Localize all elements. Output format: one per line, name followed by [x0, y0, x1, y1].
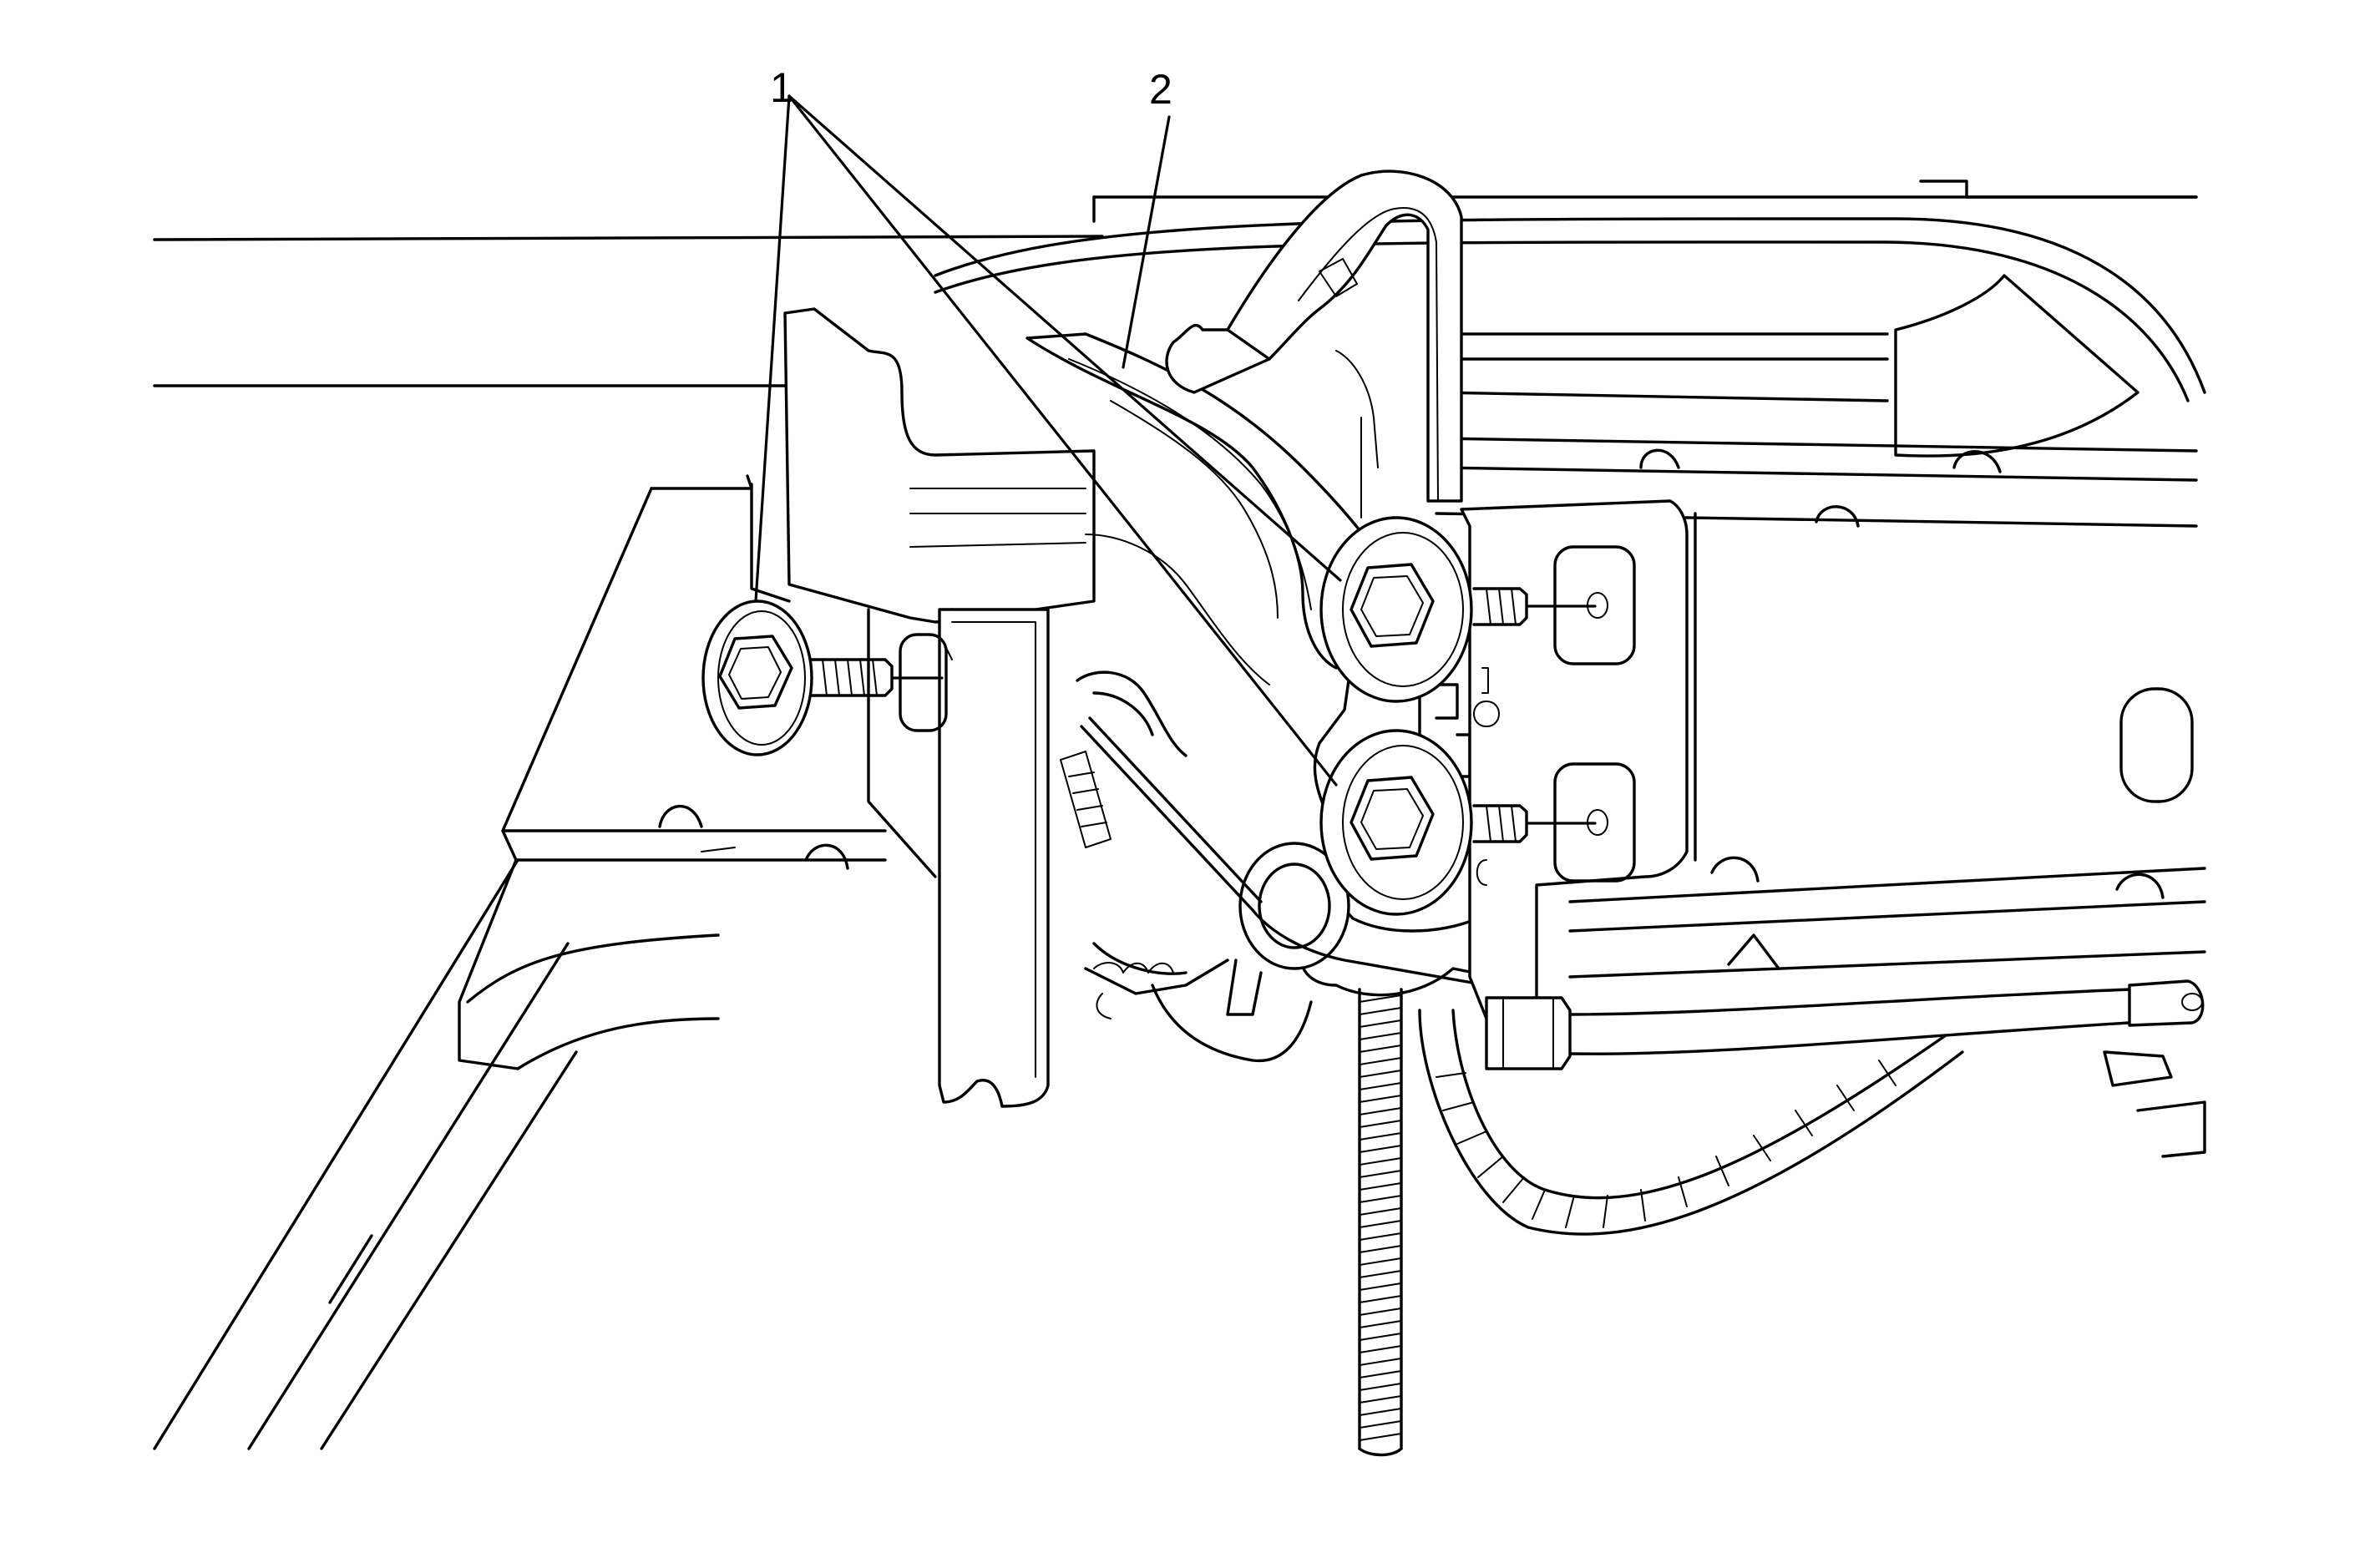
callout-label-1: 1: [770, 64, 793, 111]
striker-rod: [1358, 988, 1403, 1457]
callout-label-2: 2: [1149, 66, 1172, 113]
radiator-support-frame: [153, 180, 2206, 1450]
latch-support-bracket: [750, 307, 1096, 1108]
callout-leaders: [754, 94, 1342, 787]
lower-right-bolt: [1319, 729, 1597, 916]
leader-1-to-left-bolt: [754, 94, 791, 603]
leader-1-to-lower-bolt: [787, 94, 1338, 787]
release-cable: [1418, 979, 2206, 1236]
safety-hook: [1165, 169, 1463, 518]
leader-1-to-upper-bolt: [787, 94, 1342, 582]
left-bolt: [701, 599, 944, 756]
leader-2-to-latch: [1122, 115, 1171, 369]
upper-right-bolt: [1319, 516, 1597, 703]
right-mounting-plate: [1460, 499, 1689, 1020]
